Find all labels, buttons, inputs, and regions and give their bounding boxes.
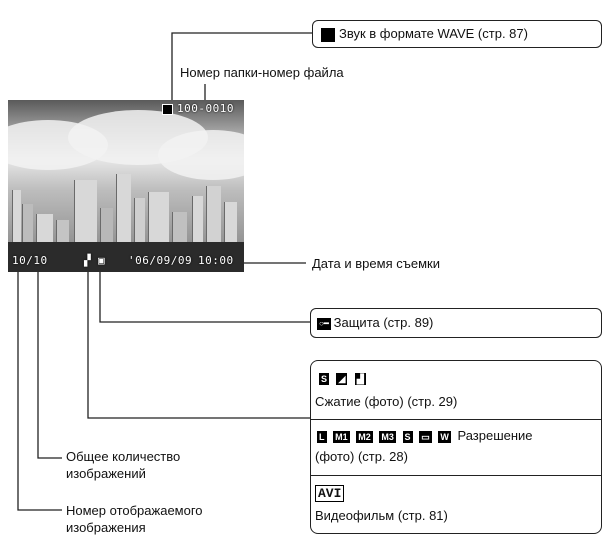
compression-resolution-movie-box: S ◢ ▟ Сжатие (фото) (стр. 29) L M1 M2 M3… xyxy=(310,360,602,534)
lcd-time: 10:00 xyxy=(198,254,234,267)
res-w-icon: W xyxy=(438,430,451,443)
protect-label: Защита (стр. 89) xyxy=(333,315,434,330)
compression-label: Сжатие (фото) (стр. 29) xyxy=(315,394,458,409)
total-images-label-2: изображений xyxy=(66,466,146,481)
sound-wave-box: Звук в формате WAVE (стр. 87) xyxy=(312,20,602,48)
current-image-label-1: Номер отображаемого xyxy=(66,503,203,518)
sound-wave-label: Звук в формате WAVE (стр. 87) xyxy=(339,26,528,41)
sound-icon xyxy=(321,27,335,42)
fine-icon: ◢ xyxy=(336,372,348,385)
normal-icon: ▟ xyxy=(354,372,366,385)
lcd-protect-icon: ▣ xyxy=(98,254,106,267)
res-m1-icon: M1 xyxy=(333,430,350,443)
folder-file-label: Номер папки-номер файла xyxy=(180,65,344,80)
res-l-icon: L xyxy=(317,430,327,443)
protect-box: ○━Защита (стр. 89) xyxy=(310,308,602,338)
key-icon: ○━ xyxy=(317,317,331,330)
lcd-folder-number: 100-0010 xyxy=(162,102,234,115)
lcd-compression-icon: ▞ xyxy=(84,254,92,267)
avi-icon: AVI xyxy=(315,485,345,502)
res-m2-icon: M2 xyxy=(356,430,373,443)
current-image-label-2: изображения xyxy=(66,520,146,535)
compression-icons: S ◢ ▟ xyxy=(319,370,369,388)
res-s-icon: S xyxy=(402,430,413,443)
resolution-label-2: (фото) (стр. 28) xyxy=(315,449,408,464)
superfine-icon: S xyxy=(319,372,330,385)
lcd-counter: 10/10 xyxy=(12,254,48,267)
resolution-row: L M1 M2 M3 S ▭ W Разрешение xyxy=(317,427,533,444)
camera-lcd-preview: 100-0010 10/10 ▞ ▣ '06/09/09 10:00 xyxy=(8,100,244,272)
resolution-label-1: Разрешение xyxy=(457,428,533,443)
movie-label: Видеофильм (стр. 81) xyxy=(315,508,448,523)
postcard-icon: ▭ xyxy=(419,430,432,443)
lcd-date: '06/09/09 xyxy=(128,254,193,267)
date-time-label: Дата и время съемки xyxy=(312,256,440,271)
total-images-label-1: Общее количество xyxy=(66,449,181,464)
res-m3-icon: M3 xyxy=(379,430,396,443)
